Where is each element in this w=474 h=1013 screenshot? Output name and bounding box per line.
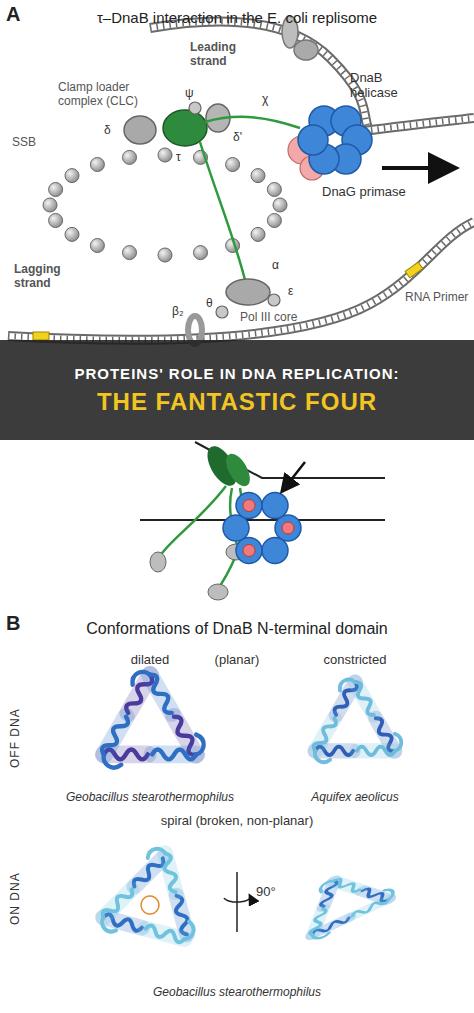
- row-label: ON DNA: [8, 872, 22, 925]
- subunit-label: θ: [206, 296, 213, 310]
- state-label: spiral (broken, non-planar): [0, 813, 474, 828]
- complex-label: Clamp loader complex (CLC): [58, 80, 150, 108]
- species-label: Geobacillus stearothermophilus: [50, 790, 250, 804]
- banner-text: PROTEINS' ROLE IN DNA REPLICATION:: [74, 365, 399, 382]
- subunit-label: ε: [288, 284, 293, 298]
- strand-label: Lagging strand: [14, 262, 86, 290]
- panel-letter: B: [6, 612, 20, 635]
- panel-title: Conformations of DnaB N-terminal domain: [0, 620, 474, 638]
- state-label: (planar): [197, 652, 277, 667]
- subunit-label: τ: [176, 150, 181, 164]
- strand-label: Leading strand: [190, 40, 252, 68]
- subunit-label: δ: [104, 123, 111, 137]
- species-label: Aquifex aeolicus: [295, 790, 415, 804]
- subunit-label: χ: [262, 92, 268, 106]
- banner-headline: THE FANTASTIC FOUR: [97, 388, 377, 416]
- primer-label: RNA Primer: [405, 290, 473, 304]
- protein-label: DnaG primase: [322, 184, 432, 199]
- panel-title: τ–DnaB interaction in the E. coli replis…: [0, 9, 474, 26]
- subunit-label: α: [272, 258, 279, 272]
- panel-letter: A: [6, 3, 20, 26]
- title-banner: PROTEINS' ROLE IN DNA REPLICATION: THE FA…: [0, 340, 474, 440]
- protein-label: Pol III core: [240, 310, 330, 324]
- state-label: dilated: [100, 652, 200, 667]
- row-label: OFF DNA: [8, 708, 22, 768]
- state-label: constricted: [305, 652, 405, 667]
- species-label: Geobacillus stearothermophilus: [137, 985, 337, 999]
- subunit-label: β₂: [172, 304, 184, 318]
- subunit-label: ψ: [185, 86, 194, 100]
- protein-label: SSB: [12, 135, 52, 149]
- angle-label: 90°: [256, 884, 276, 899]
- subunit-label: δ': [233, 130, 242, 144]
- protein-label: DnaB helicase: [350, 70, 422, 100]
